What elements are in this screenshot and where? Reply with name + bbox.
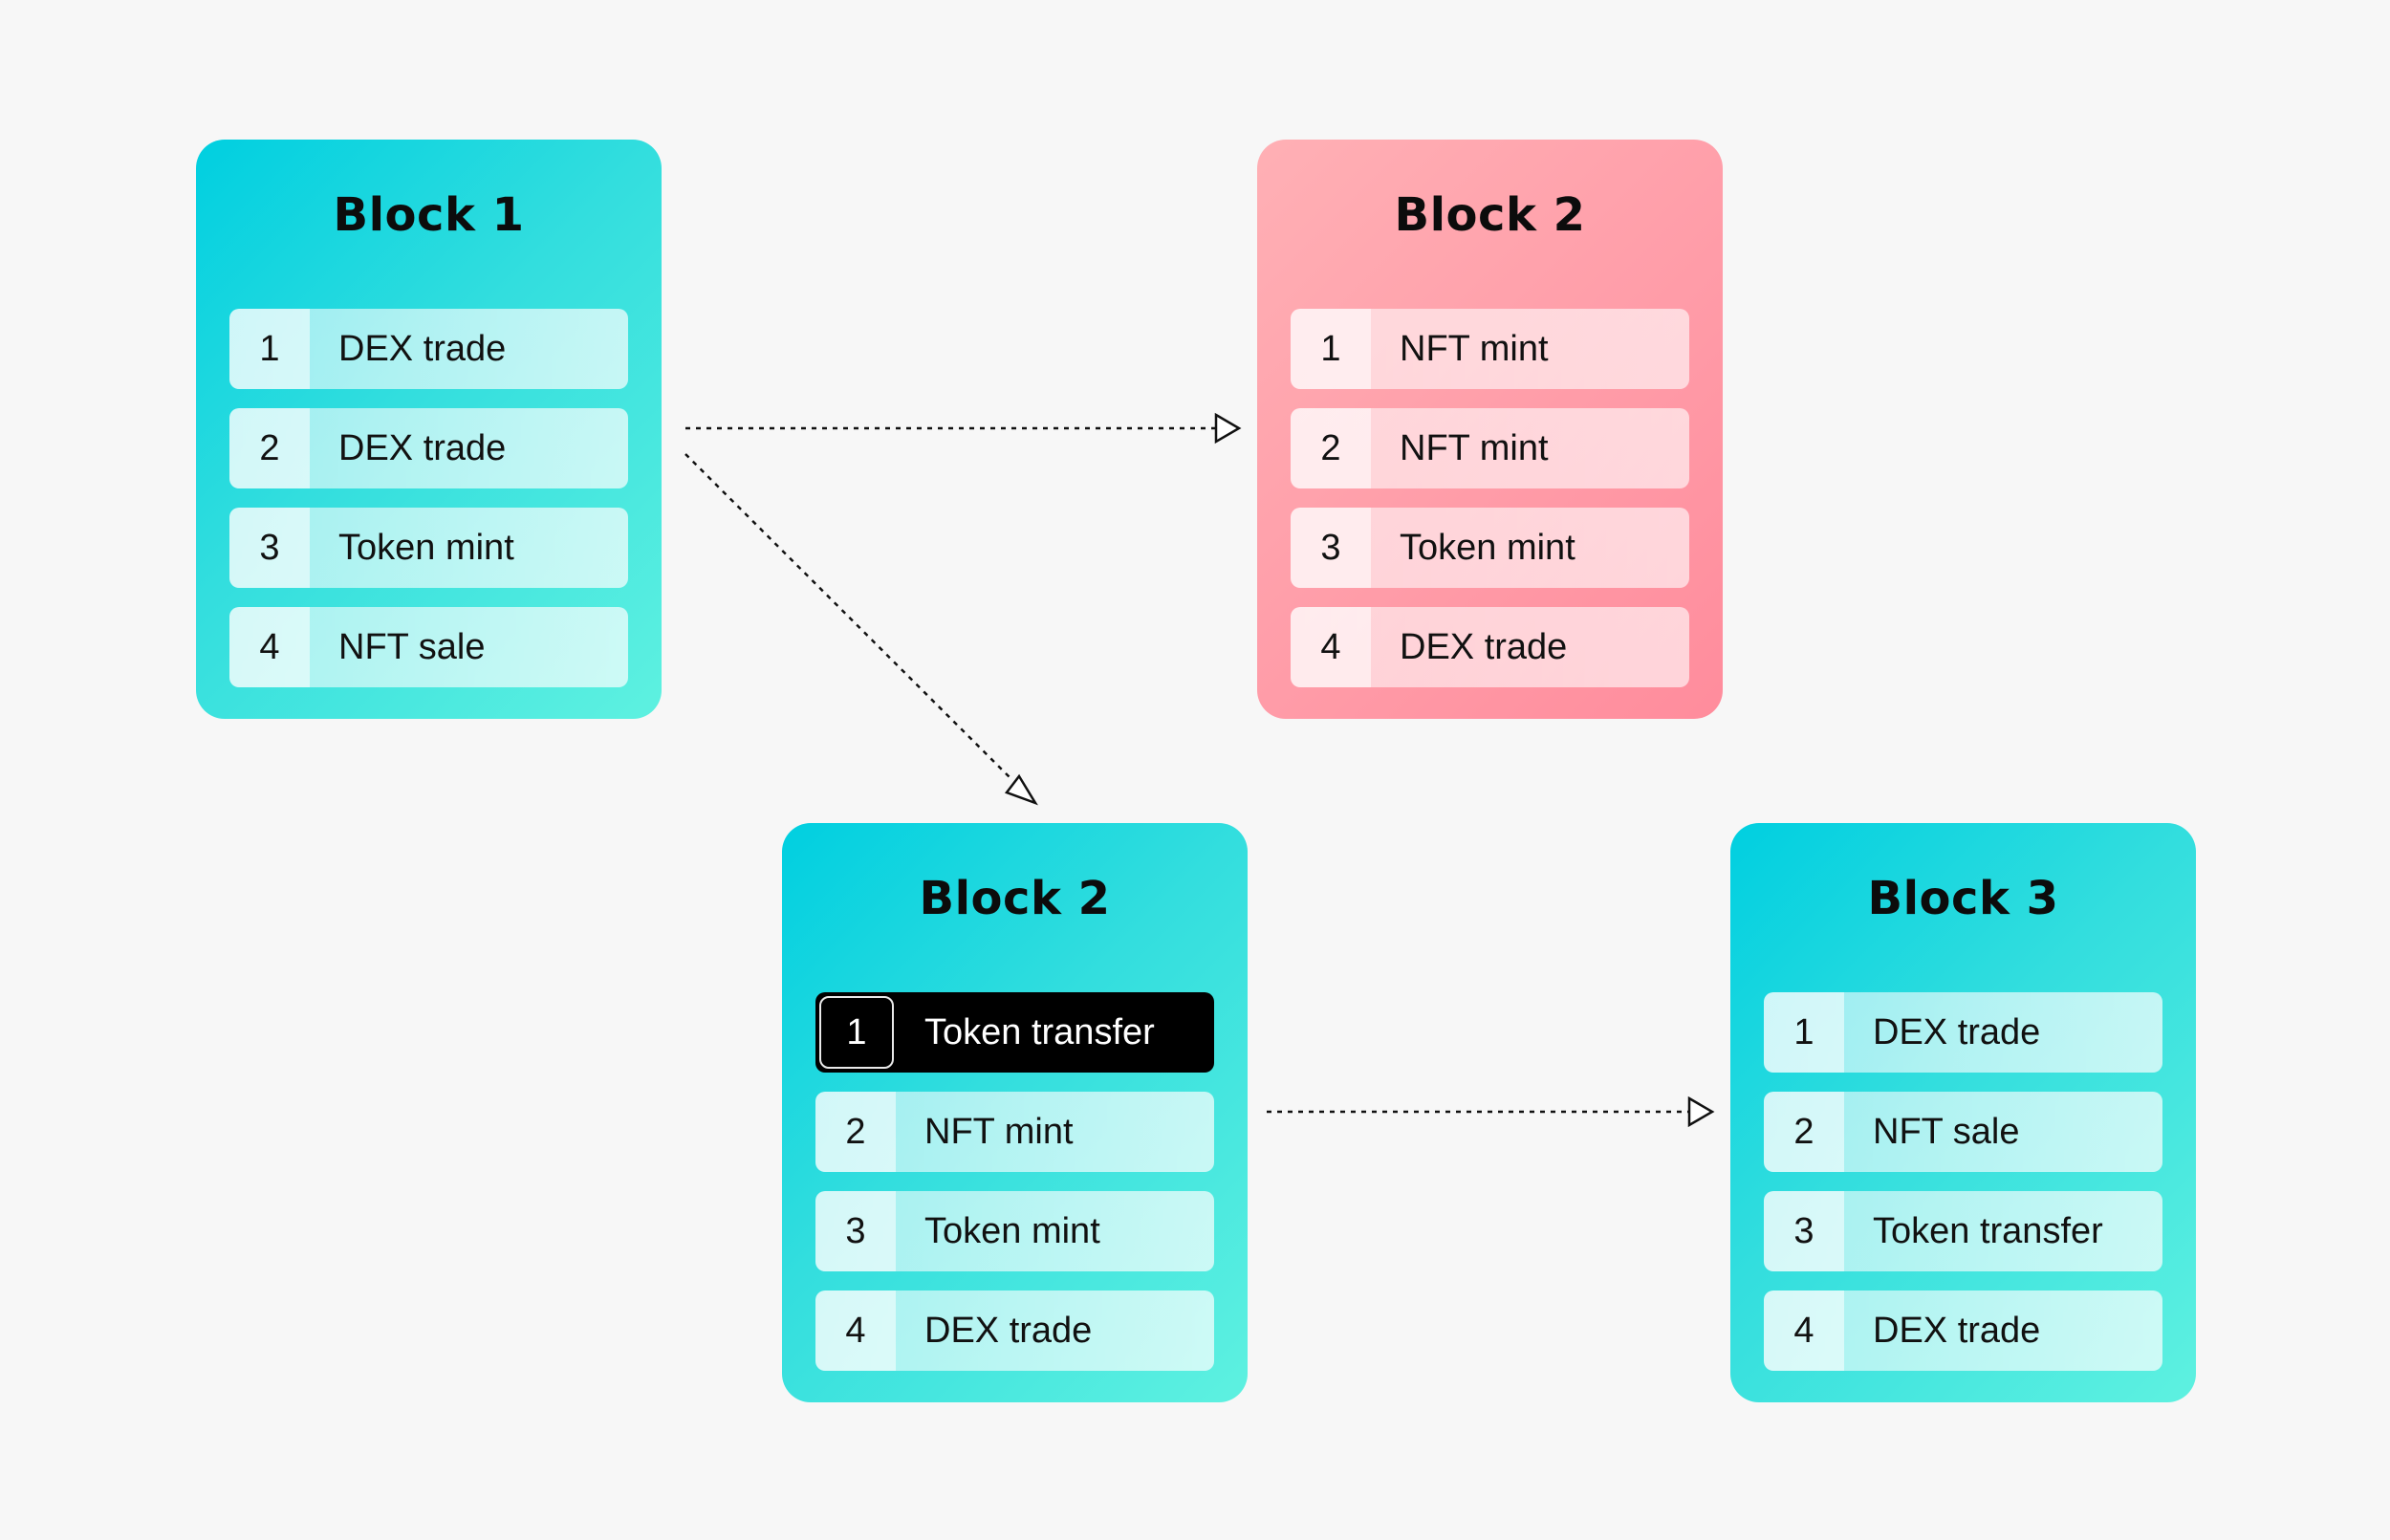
transaction-row: 2 DEX trade — [229, 408, 628, 488]
transaction-label: DEX trade — [1873, 1011, 2041, 1052]
transaction-label: DEX trade — [338, 328, 507, 369]
transaction-row: 3 Token mint — [1291, 508, 1689, 588]
transaction-row: 2 NFT sale — [1764, 1092, 2162, 1172]
transaction-index: 4 — [1764, 1291, 1844, 1371]
arrow-block1-to-teal-block2 — [684, 453, 1012, 780]
transaction-index: 3 — [815, 1191, 896, 1271]
transaction-label: NFT sale — [1873, 1111, 2020, 1152]
transaction-label: NFT sale — [338, 626, 486, 667]
transaction-index: 1 — [1764, 992, 1844, 1073]
transaction-label: DEX trade — [1400, 626, 1568, 667]
transaction-label: NFT mint — [924, 1111, 1074, 1152]
transaction-index: 1 — [229, 309, 310, 389]
transaction-index: 1 — [819, 996, 894, 1069]
transaction-row: 3 Token transfer — [1764, 1191, 2162, 1271]
transaction-index: 2 — [1764, 1092, 1844, 1172]
transaction-row: 3 Token mint — [815, 1191, 1214, 1271]
transaction-label: DEX trade — [338, 427, 507, 468]
transaction-row: 4 DEX trade — [1291, 607, 1689, 687]
transaction-row: 4 NFT sale — [229, 607, 628, 687]
transaction-row: 2 NFT mint — [815, 1092, 1214, 1172]
block-title: Block 1 — [333, 188, 525, 242]
transaction-row: 4 DEX trade — [815, 1291, 1214, 1371]
arrowhead-right-icon — [1214, 412, 1242, 445]
transaction-index: 3 — [229, 508, 310, 588]
transaction-row: 1 DEX trade — [229, 309, 628, 389]
block-title: Block 2 — [1394, 188, 1586, 242]
transaction-index: 2 — [1291, 408, 1371, 488]
transaction-label: Token mint — [1400, 527, 1575, 568]
transaction-label: NFT mint — [1400, 427, 1549, 468]
transaction-row: 4 DEX trade — [1764, 1291, 2162, 1371]
transaction-row: 2 NFT mint — [1291, 408, 1689, 488]
transaction-label: NFT mint — [1400, 328, 1549, 369]
block-card-3: Block 2 1 Token transfer 2 NFT mint 3 Token m… — [782, 823, 1248, 1402]
transaction-index: 4 — [1291, 607, 1371, 687]
transaction-index: 4 — [229, 607, 310, 687]
transaction-label: DEX trade — [924, 1310, 1093, 1351]
transaction-list: 1 Token transfer 2 NFT mint 3 Token mint 4 DEX … — [815, 992, 1214, 1390]
transaction-row: 1 DEX trade — [1764, 992, 2162, 1073]
transaction-index: 1 — [1291, 309, 1371, 389]
transaction-index: 2 — [815, 1092, 896, 1172]
transaction-row: 1 NFT mint — [1291, 309, 1689, 389]
transaction-label: Token transfer — [1873, 1210, 2103, 1251]
block-title: Block 3 — [1867, 872, 2059, 925]
transaction-row-selected: 1 Token transfer — [815, 992, 1214, 1073]
transaction-index: 3 — [1291, 508, 1371, 588]
arrowhead-right-icon — [1687, 1095, 1715, 1128]
transaction-label: Token mint — [924, 1210, 1100, 1251]
transaction-label: Token mint — [338, 527, 514, 568]
block-title: Block 2 — [919, 872, 1111, 925]
transaction-index: 3 — [1764, 1191, 1844, 1271]
transaction-label: Token transfer — [924, 1011, 1155, 1052]
transaction-index: 2 — [229, 408, 310, 488]
transaction-label: DEX trade — [1873, 1310, 2041, 1351]
arrowhead-diagonal-icon — [1004, 773, 1038, 806]
transaction-row: 3 Token mint — [229, 508, 628, 588]
transaction-index: 4 — [815, 1291, 896, 1371]
